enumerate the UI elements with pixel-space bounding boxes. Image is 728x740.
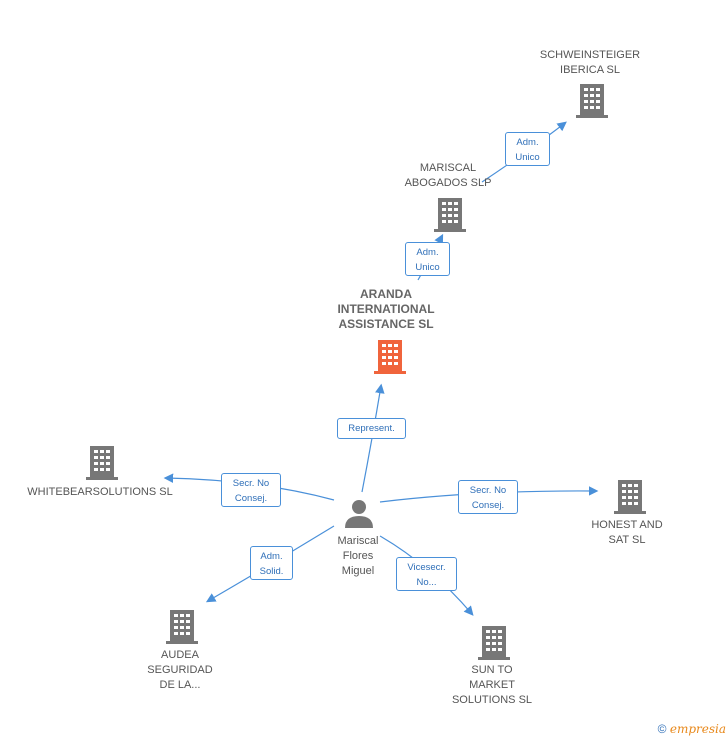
node-label-suntomarket[interactable]: SUN TO MARKET SOLUTIONS SL bbox=[451, 664, 533, 706]
edge-label-represent: Represent. bbox=[337, 418, 406, 439]
node-label-mariscal-abogados[interactable]: MARISCAL ABOGADOS SLP bbox=[404, 162, 492, 189]
main-building-icon bbox=[374, 340, 406, 374]
edge-person-aranda bbox=[361, 383, 385, 493]
node-label-whitebear[interactable]: WHITEBEARSOLUTIONS SL bbox=[27, 486, 173, 498]
edge-label-adm-solid: Adm. Solid. bbox=[250, 546, 293, 580]
edge-label-adm-unico-1: Adm. Unico bbox=[505, 132, 550, 166]
building-icon bbox=[478, 626, 510, 660]
edge-label-secr-honest: Secr. No Consej. bbox=[458, 480, 518, 514]
edge-label-secr-whitebear: Secr. No Consej. bbox=[221, 473, 281, 507]
building-icon bbox=[86, 446, 118, 480]
building-icon bbox=[166, 610, 198, 644]
edge-label-vicesecr: Vicesecr. No... bbox=[396, 557, 457, 591]
node-label-audea[interactable]: AUDEA SEGURIDAD DE LA... bbox=[147, 649, 213, 691]
footer-credit: © empresia bbox=[658, 722, 726, 736]
person-icon bbox=[345, 500, 373, 528]
node-label-schweinsteiger[interactable]: SCHWEINSTEIGER IBERICA SL bbox=[539, 49, 641, 76]
edge-label-adm-unico-2: Adm. Unico bbox=[405, 242, 450, 276]
building-icon bbox=[614, 480, 646, 514]
node-label-honest[interactable]: HONEST AND SAT SL bbox=[591, 519, 663, 546]
building-icon bbox=[434, 198, 466, 232]
empresia-logo[interactable]: empresia bbox=[669, 722, 726, 736]
building-icon bbox=[576, 84, 608, 118]
node-label-aranda[interactable]: ARANDA INTERNATIONAL ASSISTANCE SL bbox=[337, 287, 435, 331]
copyright-icon: © bbox=[657, 722, 667, 736]
node-label-person[interactable]: Mariscal Flores Miguel bbox=[337, 535, 379, 577]
